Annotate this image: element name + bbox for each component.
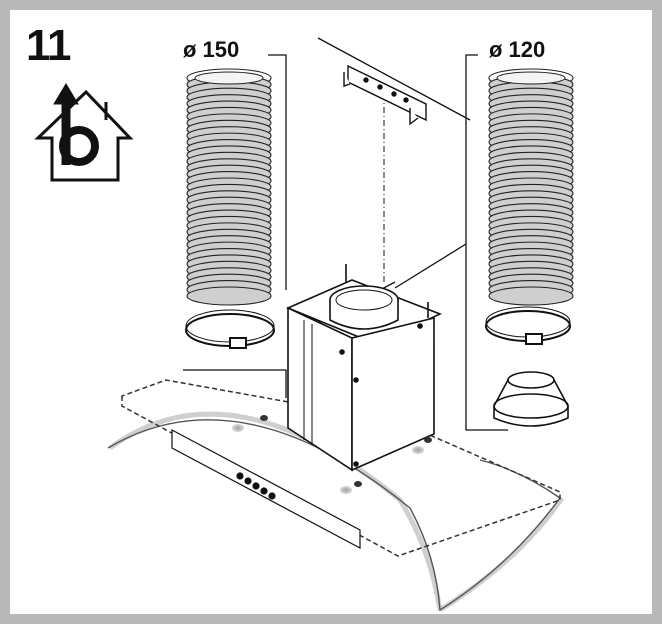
- reducer-adapter: [493, 371, 569, 427]
- duct-150-label: ø 150: [180, 38, 243, 62]
- hose-clamp-120: [485, 306, 571, 345]
- wall-bracket: [343, 64, 427, 126]
- house-outlet-icon: [34, 83, 134, 182]
- duct-ring: [186, 286, 272, 306]
- duct-120-label: ø 120: [486, 38, 549, 62]
- hose-clamp-150: [185, 309, 275, 349]
- step-number: 11: [26, 21, 72, 70]
- flexible-duct-120: [488, 68, 574, 306]
- motor-chimney: [285, 264, 443, 472]
- duct-opening: [496, 71, 566, 85]
- duct-ring: [488, 286, 574, 306]
- glass-fixing-discs: [232, 415, 432, 494]
- duct-opening: [194, 71, 264, 85]
- flexible-duct-150: [186, 68, 272, 306]
- control-panel: [171, 429, 361, 549]
